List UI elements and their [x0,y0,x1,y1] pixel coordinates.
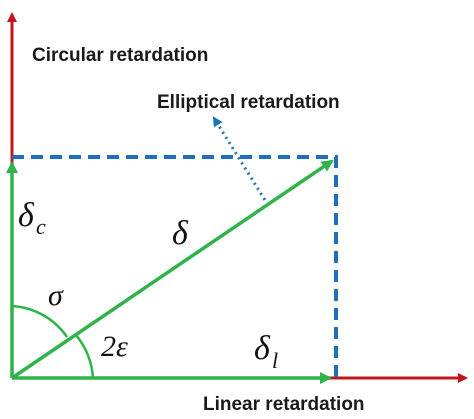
delta-resultant-vector [11,159,334,380]
circular-retardation-label: Circular retardation [32,45,208,66]
sigma-label: σ [48,279,64,312]
delta-label: δ [172,215,189,252]
elliptical-dotted-arrow [212,116,270,206]
delta-l-label-main: δ [254,330,271,367]
delta-l-label-sub: l [272,348,278,373]
sigma-angle-arc [11,304,69,338]
delta-c-label-sub: c [36,214,46,239]
two-epsilon-label: 2ε [101,330,128,363]
elliptical-retardation-label: Elliptical retardation [157,92,340,113]
delta-c-label-main: δ [18,197,35,234]
two-epsilon-angle-arc [75,334,95,379]
dashed-rectangle [12,155,338,378]
linear-retardation-label: Linear retardation [203,394,365,414]
